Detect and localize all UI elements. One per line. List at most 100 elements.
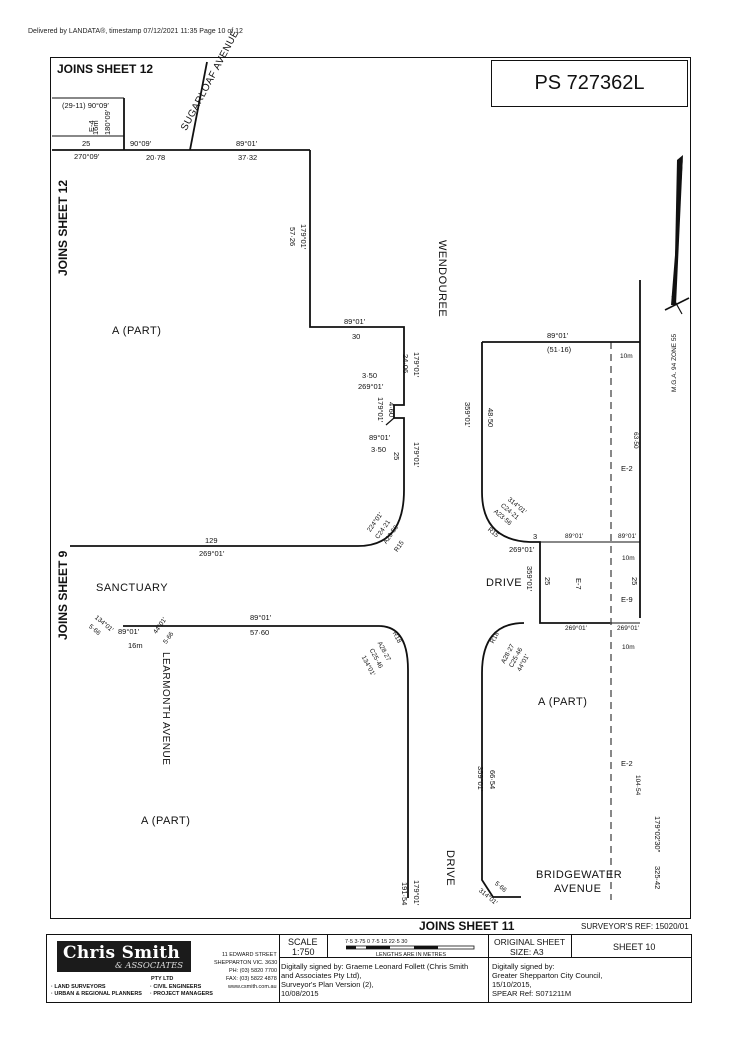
dim-89-01-d: 89°01′: [547, 331, 569, 340]
dim-359-01-a: 359°01′: [463, 402, 472, 428]
scale-bar-ticks: 7·5 3·75 0 7·5 15 22·5 30: [345, 939, 408, 945]
signature-left-1: Digitally signed by: Graeme Leonard Foll…: [281, 962, 469, 971]
dim-10m-b: 10m: [622, 555, 635, 562]
dim-10m-a: 10m: [620, 353, 633, 360]
easement-e2-upper: E-2: [621, 464, 633, 473]
service-planners: · URBAN & REGIONAL PLANNERS: [51, 991, 142, 997]
road-name-drive-lower: DRIVE: [444, 850, 456, 887]
scale-value: 1:750: [292, 947, 315, 957]
signature-right-2: Greater Shepparton City Council,: [492, 971, 603, 980]
easement-e9: E-9: [621, 595, 633, 604]
road-name-learmonth: LEARMONTH AVENUE: [160, 652, 171, 766]
original-sheet-label: ORIGINAL SHEET: [494, 937, 566, 947]
signature-right-4: SPEAR Ref: S071211M: [492, 989, 572, 998]
easement-e7: E-7: [574, 578, 583, 590]
dim-90-09: 90°09′: [130, 139, 152, 148]
dim-57-26: 57·26: [288, 227, 297, 247]
dim-180-09: 180°09′: [103, 109, 112, 135]
company-pty: PTY LTD: [151, 976, 174, 982]
address-fax: FAX: (03) 5822 4878: [226, 976, 277, 982]
signature-left-2: and Associates Pty Ltd),: [281, 971, 362, 980]
dim-20-78: 20·78: [146, 153, 166, 162]
dim-191-54: 191·54: [400, 882, 409, 906]
road-name-wendouree: WENDOUREE: [436, 240, 448, 318]
scale-bar-caption: LENGTHS ARE IN METRES: [376, 952, 446, 958]
signature-left-4: 10/08/2015: [281, 989, 319, 998]
joins-sheet-bottom: JOINS SHEET 11: [419, 919, 515, 933]
dim-269-01-e: 269°01′: [617, 625, 639, 632]
dim-48-50: 48·50: [486, 408, 495, 428]
dim-25-mid: 25: [392, 452, 401, 461]
original-sheet-size: SIZE: A3: [510, 947, 544, 957]
dim-89-01-h: 89°01′: [250, 613, 272, 622]
road-name-drive-mid: DRIVE: [486, 577, 523, 589]
dim-129: 129: [205, 536, 218, 545]
dim-104-54: 104·54: [634, 775, 641, 796]
dim-bearing-29-11: (29-11) 90°09′: [62, 101, 109, 110]
road-name-sanctuary: SANCTUARY: [96, 582, 169, 594]
address-line-1: 11 EDWARD STREET: [222, 952, 277, 958]
dim-325-42: 325·42: [653, 866, 662, 890]
dim-16m-b: 16m: [128, 641, 143, 650]
dim-10m-c: 10m: [622, 644, 635, 651]
dim-3-50-a: 3·50: [362, 371, 378, 380]
lot-a-part-north: A (PART): [112, 325, 162, 337]
dim-25-drive: 25: [543, 577, 552, 586]
address-phone: PH: (03) 5820 7700: [229, 968, 278, 974]
signature-left-3: Surveyor's Plan Version (2),: [281, 980, 374, 989]
dim-269-01-b: 269°01′: [199, 549, 225, 558]
service-land-surveyors: · LAND SURVEYORS: [51, 984, 106, 990]
dim-66-54: 66·54: [488, 770, 497, 790]
lot-a-part-east: A (PART): [538, 696, 588, 708]
road-name-bridgewater-avenue: AVENUE: [554, 883, 602, 895]
dim-51-16: (51·16): [547, 345, 572, 354]
company-logo: Chris Smith & ASSOCIATES: [57, 941, 191, 972]
scale-label: SCALE: [288, 937, 318, 947]
dim-89-01-b: 89°01′: [344, 317, 366, 326]
address-line-2: SHEPPARTON VIC. 3630: [214, 960, 278, 966]
joins-sheet-left-lower: JOINS SHEET 9: [56, 550, 70, 640]
sheet-number: SHEET 10: [613, 942, 656, 952]
dim-269-01-c: 269°01′: [509, 545, 535, 554]
plan-number: PS 727362L: [491, 60, 688, 107]
dim-269-01-a: 269°01′: [358, 382, 384, 391]
lot-a-part-south: A (PART): [141, 815, 191, 827]
dim-16m-top: 16m: [91, 120, 100, 135]
dim-359-01-b: 359°01′: [525, 566, 534, 592]
dim-89-01-e: 89°01′: [565, 533, 584, 540]
dim-3: 3: [533, 532, 538, 541]
service-civil-engineers: · CIVIL ENGINEERS: [150, 984, 202, 990]
dim-3-50-b: 3·50: [371, 445, 387, 454]
joins-sheet-left-upper: JOINS SHEET 12: [56, 179, 70, 276]
signature-right-3: 15/10/2015,: [492, 980, 532, 989]
signature-right-1: Digitally signed by:: [492, 962, 555, 971]
service-project-managers: · PROJECT MANAGERS: [150, 991, 213, 997]
dim-89-01-f: 89°01′: [618, 533, 637, 540]
dim-179-01-c: 179°01′: [376, 397, 385, 423]
address-web: www.csmith.com.au: [228, 984, 277, 990]
dim-179-01-a: 179°01′: [299, 224, 308, 250]
dim-4-60: 4·60: [387, 402, 396, 418]
dim-63-50: 63·50: [632, 432, 639, 449]
delivery-header: Delivered by LANDATA®, timestamp 07/12/2…: [28, 28, 243, 35]
dim-30: 30: [352, 332, 361, 341]
dim-270-09: 270°09′: [74, 152, 100, 161]
easement-e2-lower: E-2: [621, 759, 633, 768]
dim-25-right: 25: [630, 577, 639, 586]
dim-179-01-b: 179°01′: [412, 352, 421, 378]
north-datum-label: M.G.A. 94 ZONE 55: [671, 333, 678, 392]
dim-89-01-a: 89°01′: [236, 139, 258, 148]
joins-sheet-top: JOINS SHEET 12: [57, 62, 154, 76]
dim-179-02-30: 179°02′30″: [653, 816, 662, 853]
title-block: [46, 934, 692, 1003]
dim-89-01-g: 89°01′: [118, 627, 140, 636]
north-arrow: [664, 155, 690, 315]
dim-25-top: 25: [82, 139, 91, 148]
surveyor-ref: SURVEYOR'S REF: 15020/01: [581, 922, 689, 931]
plan-frame: [50, 57, 691, 919]
dim-269-01-d: 269°01′: [565, 625, 587, 632]
dim-57-60: 57·60: [250, 628, 270, 637]
dim-179-01-d: 179°01′: [412, 442, 421, 468]
scale-bar: [346, 945, 475, 950]
